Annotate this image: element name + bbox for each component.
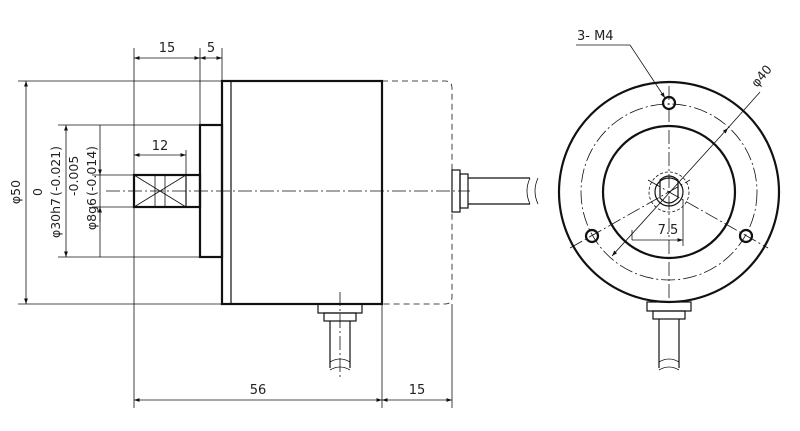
dim-shaft-length: 15: [159, 41, 176, 56]
dim-flange-thickness: 5: [207, 41, 215, 56]
front-gland: [646, 301, 692, 312]
dim-holes: 3- M4: [577, 29, 614, 44]
dim-body-length: 56: [250, 383, 267, 398]
front-cable: [658, 319, 680, 368]
dim-shaft-diameter: φ8g6: [84, 198, 99, 230]
housing-body: [220, 79, 384, 306]
rear-cover-hidden: [382, 80, 453, 305]
mount-hole: [738, 228, 754, 244]
dim-spigot-diameter: φ30h7: [48, 198, 63, 238]
rear-cable: [468, 177, 530, 205]
dim-shaft-tol-upper: -0.005: [66, 156, 81, 196]
side-dimensions: 15 5 12 φ50 φ30h7 0 (-0.021) φ8g6 -0.005…: [8, 41, 453, 408]
bottom-cable: [329, 321, 351, 368]
dim-shaft-tol-lower: (-0.014): [84, 146, 99, 196]
dim-pcd: φ40: [748, 62, 775, 90]
mount-hole: [584, 228, 600, 244]
dim-body-diameter: φ50: [8, 180, 23, 204]
dim-spigot-tol-lower: (-0.021): [48, 146, 63, 196]
dim-rear-length: 15: [409, 383, 426, 398]
side-view: [106, 79, 539, 380]
dim-flat-length: 12: [152, 139, 169, 154]
front-dimensions: 3- M4 φ40 7.5: [576, 29, 775, 257]
dim-spigot-tol-upper: 0: [30, 188, 45, 196]
dim-flat-depth: 7.5: [658, 223, 679, 238]
